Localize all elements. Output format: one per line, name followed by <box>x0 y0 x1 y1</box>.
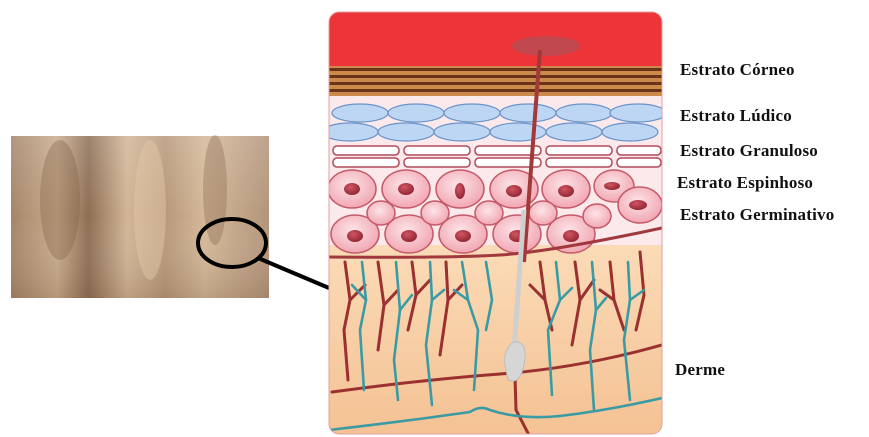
label-estrato-corneo: Estrato Córneo <box>680 60 795 80</box>
label-derme: Derme <box>675 360 725 380</box>
label-estrato-granuloso: Estrato Granuloso <box>680 141 818 161</box>
label-estrato-ludico: Estrato Lúdico <box>680 106 792 126</box>
skin-cross-section <box>322 12 666 437</box>
label-estrato-espinhoso: Estrato Espinhoso <box>677 173 813 193</box>
label-estrato-germinativo: Estrato Germinativo <box>680 205 834 225</box>
skin-closeup-photo <box>11 135 269 298</box>
corneum-lamellae <box>329 66 662 96</box>
corneum-layer <box>329 12 662 66</box>
